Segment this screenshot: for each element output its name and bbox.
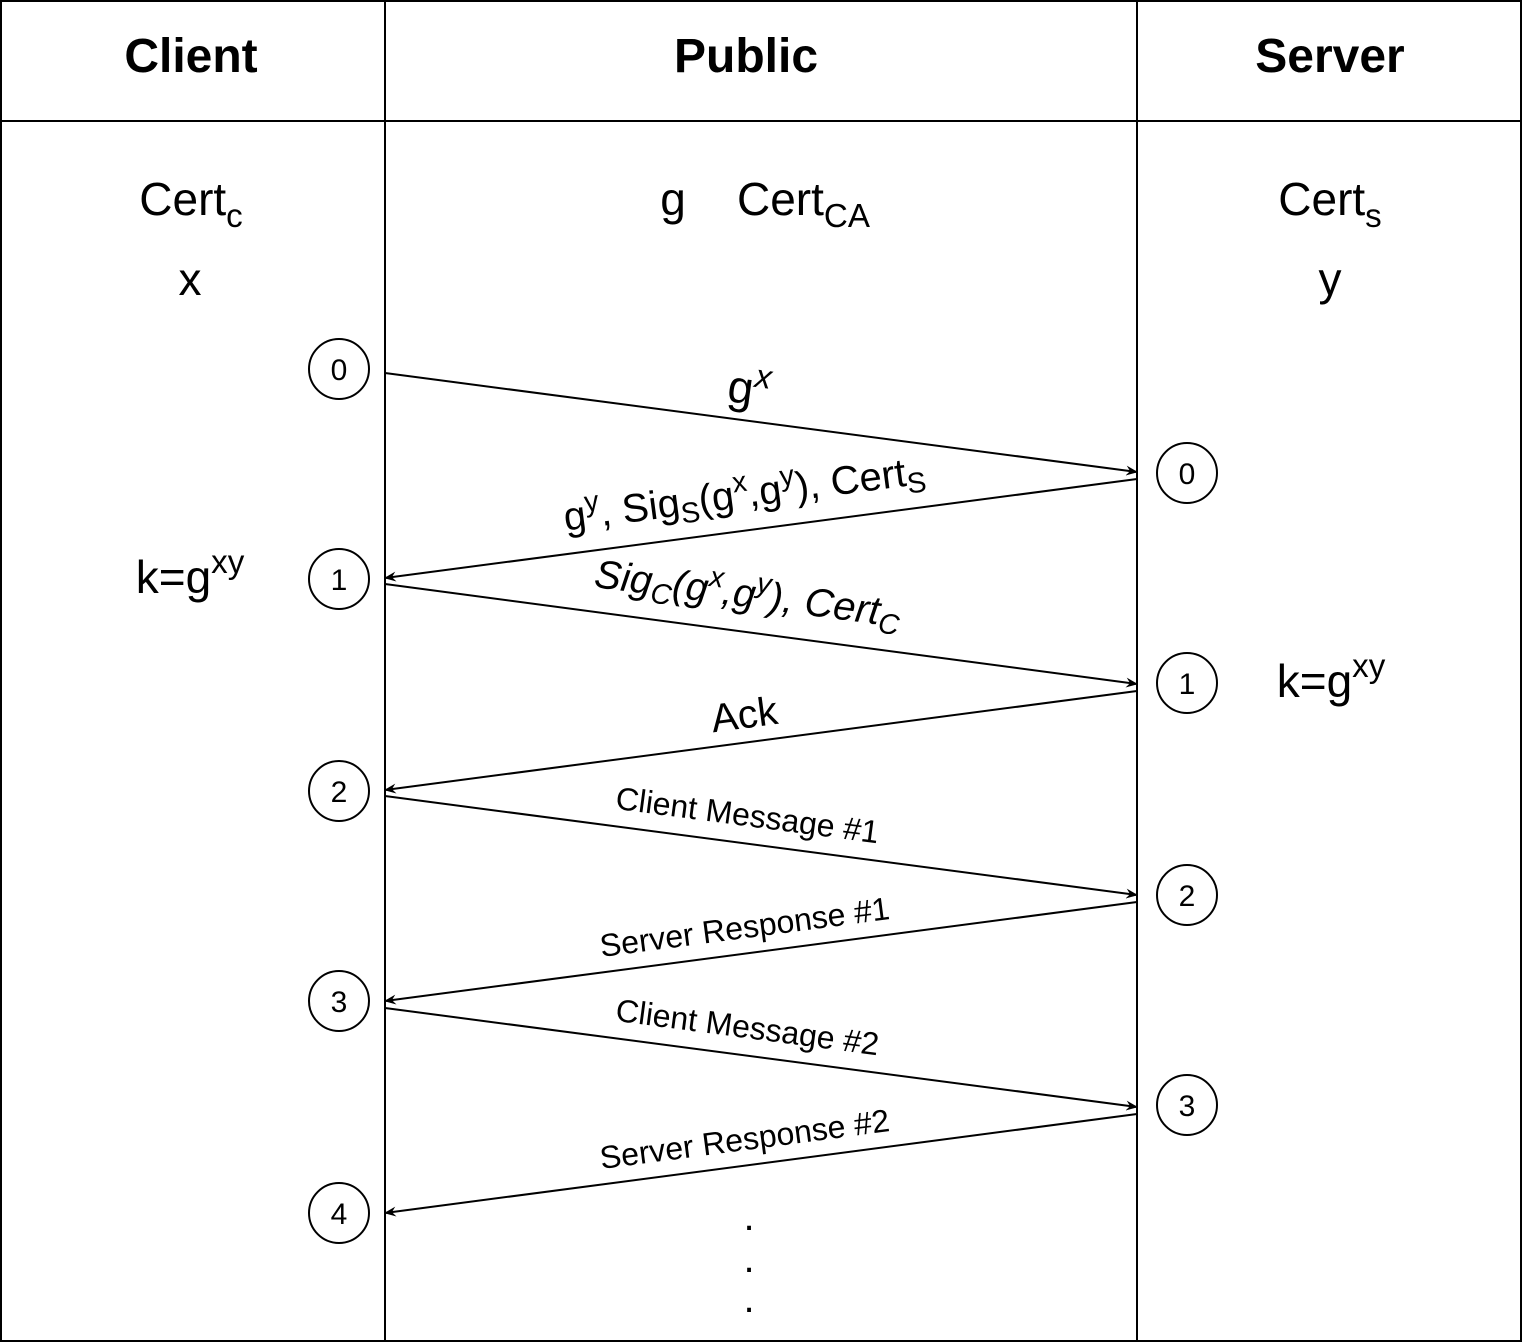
server-step-0: 0 — [1156, 442, 1218, 504]
public-ca-cert: CertCA — [737, 173, 871, 235]
server-cert: Certs — [1278, 173, 1381, 235]
server-step-2: 2 — [1156, 864, 1218, 926]
continuation-dot-3: . — [743, 1277, 754, 1321]
column-header-server: Server — [1255, 30, 1404, 83]
column-header-public: Public — [674, 30, 818, 83]
arrow-server-hello — [384, 478, 1138, 582]
step-circle — [308, 1182, 370, 1244]
column-header-client: Client — [124, 30, 257, 83]
step-circle — [308, 548, 370, 610]
arrow-ack — [384, 690, 1138, 794]
arrow-client-auth — [384, 583, 1138, 688]
step-number: 0 — [1179, 458, 1196, 491]
step-circle — [1156, 864, 1218, 926]
step-number: 1 — [331, 564, 348, 597]
label-ack: Ack — [708, 689, 781, 741]
arrow-client-message-2 — [384, 1007, 1138, 1111]
step-circle — [308, 760, 370, 822]
client-cert: Certc — [139, 173, 242, 235]
client-secret: x — [179, 253, 202, 305]
label-client-message-2: Client Message #2 — [614, 992, 881, 1062]
step-number: 2 — [331, 776, 348, 809]
step-number: 4 — [331, 1198, 348, 1231]
client-step-1: 1 — [308, 548, 370, 610]
arrow-client-message-1 — [384, 795, 1138, 899]
message-arrows — [384, 372, 1138, 1217]
step-circle — [1156, 442, 1218, 504]
step-number: 0 — [331, 354, 348, 387]
server-shared-key: k=gxy — [1277, 648, 1386, 707]
label-client-message-1: Client Message #1 — [614, 780, 881, 850]
continuation-dot-2: . — [743, 1237, 754, 1281]
public-generator: g — [660, 173, 686, 225]
server-step-1: 1 — [1156, 652, 1218, 714]
step-circle — [308, 338, 370, 400]
arrow-server-response-2 — [384, 1113, 1138, 1217]
arrow-gx — [384, 372, 1138, 476]
client-step-4: 4 — [308, 1182, 370, 1244]
client-step-2: 2 — [308, 760, 370, 822]
client-shared-key: k=gxy — [136, 544, 245, 603]
arrow-server-response-1 — [384, 901, 1138, 1005]
step-number: 3 — [331, 986, 348, 1019]
step-circle — [1156, 652, 1218, 714]
step-circle — [308, 970, 370, 1032]
step-number: 3 — [1179, 1090, 1196, 1123]
client-step-0: 0 — [308, 338, 370, 400]
label-client-auth: SigC(gx,gy), CertC — [591, 546, 904, 642]
step-circle — [1156, 1074, 1218, 1136]
label-gx: gx — [725, 355, 776, 417]
continuation-dot-1: . — [743, 1195, 754, 1239]
client-step-3: 3 — [308, 970, 370, 1032]
step-number: 2 — [1179, 880, 1196, 913]
step-number: 1 — [1179, 668, 1196, 701]
server-step-3: 3 — [1156, 1074, 1218, 1136]
label-server-hello: gy, SigS(gx,gy), CertS — [560, 443, 928, 546]
server-secret: y — [1319, 253, 1342, 305]
